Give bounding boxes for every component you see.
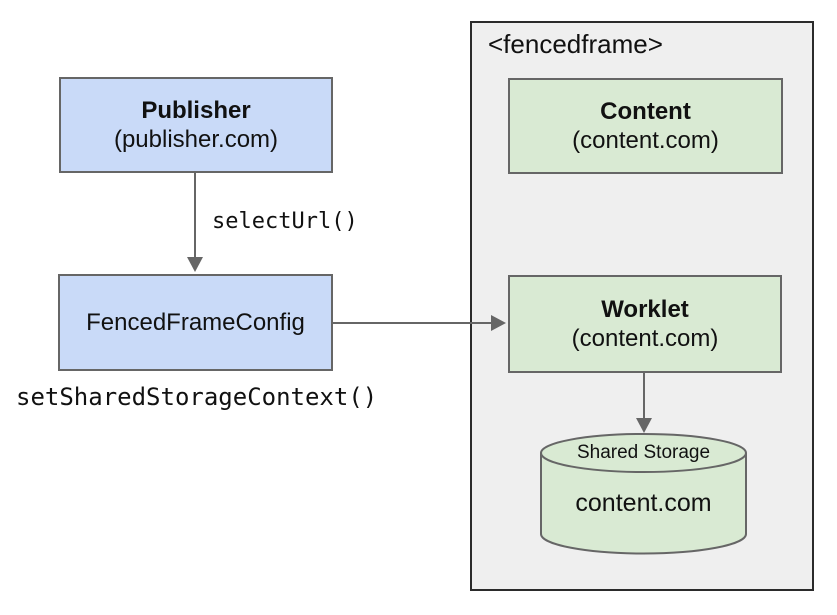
config-to-worklet-arrowhead-icon xyxy=(491,315,506,331)
content-origin: (content.com) xyxy=(572,127,719,154)
selecturl-arrowhead-icon xyxy=(187,257,203,272)
content-title: Content xyxy=(600,98,691,125)
publisher-origin: (publisher.com) xyxy=(113,126,279,153)
config-to-worklet-arrow-line xyxy=(333,322,491,324)
fencedframe-tag-label: <fencedframe> xyxy=(488,29,663,59)
worklet-title: Worklet xyxy=(601,296,689,323)
worklet-to-storage-arrowhead-icon xyxy=(636,418,652,433)
worklet-origin: (content.com) xyxy=(571,325,719,352)
fenced-frame-config-title: FencedFrameConfig xyxy=(86,309,305,336)
selecturl-label: selectUrl() xyxy=(212,209,358,234)
selecturl-arrow-line xyxy=(194,173,196,258)
shared-storage-origin: content.com xyxy=(575,489,712,517)
shared-storage-title: Shared Storage xyxy=(576,442,711,463)
content-node: Content (content.com) xyxy=(508,78,783,174)
fenced-frame-config-node: FencedFrameConfig xyxy=(58,274,333,371)
shared-storage-cylinder-icon xyxy=(540,433,747,555)
worklet-node: Worklet (content.com) xyxy=(508,275,782,373)
publisher-node: Publisher (publisher.com) xyxy=(59,77,333,173)
publisher-title: Publisher xyxy=(141,97,251,124)
worklet-to-storage-arrow-line xyxy=(643,373,645,418)
set-shared-storage-context-label: setSharedStorageContext() xyxy=(16,383,378,411)
